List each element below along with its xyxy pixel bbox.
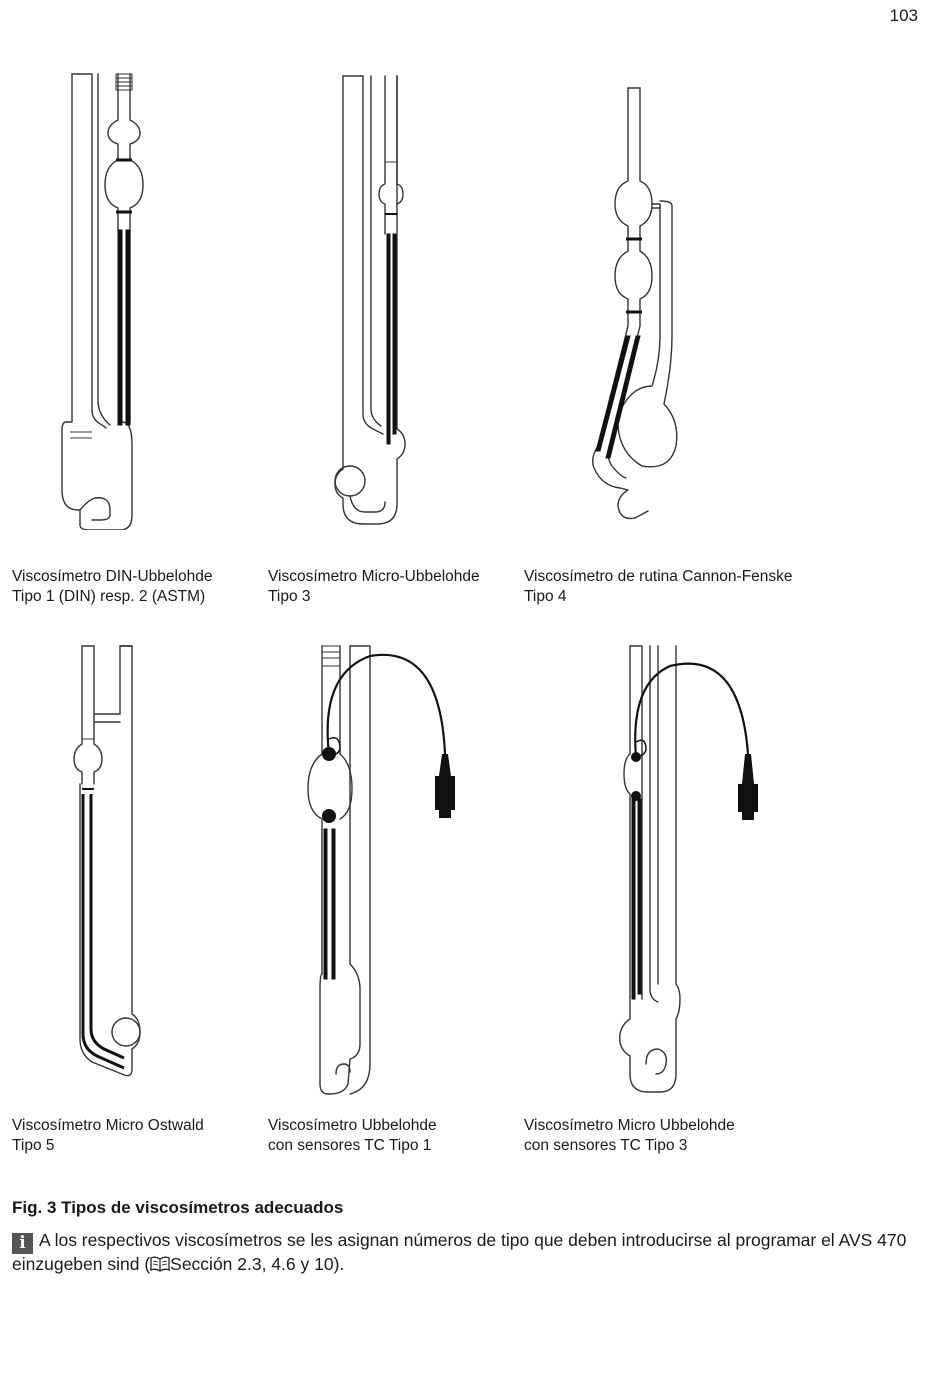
page-number: 103	[889, 6, 918, 25]
micro-ostwald-viscometer-drawing	[62, 644, 162, 1084]
din-ubbelohde-viscometer-drawing	[50, 70, 160, 530]
note-text-before: A los respectivos viscosímetros se les a…	[12, 1230, 907, 1274]
caption-line: Tipo 3	[268, 588, 311, 605]
caption-line: Tipo 1 (DIN) resp. 2 (ASTM)	[12, 588, 206, 605]
caption-cannon-fenske: Viscosímetro de rutina Cannon-Fenske Tip…	[524, 567, 793, 607]
caption-line: Viscosímetro Micro Ostwald	[12, 1117, 204, 1134]
figure-title: Fig. 3 Tipos de viscosímetros adecuados	[12, 1198, 344, 1217]
caption-line: con sensores TC Tipo 1	[268, 1137, 432, 1154]
caption-line: Viscosímetro de rutina Cannon-Fenske	[524, 568, 793, 585]
micro-ubbelohde-viscometer-drawing	[325, 74, 415, 534]
micro-ubbelohde-tc-sensor-viscometer-drawing	[610, 644, 770, 1104]
caption-line: Viscosímetro Micro-Ubbelohde	[268, 568, 480, 585]
book-icon	[150, 1256, 170, 1277]
caption-line: Tipo 5	[12, 1137, 55, 1154]
caption-ubbelohde-tc: Viscosímetro Ubbelohde con sensores TC T…	[268, 1116, 437, 1156]
caption-micro-ubbelohde-tc: Viscosímetro Micro Ubbelohde con sensore…	[524, 1116, 735, 1156]
caption-micro-ubbelohde: Viscosímetro Micro-Ubbelohde Tipo 3	[268, 567, 480, 607]
caption-line: Viscosímetro DIN-Ubbelohde	[12, 568, 213, 585]
caption-din-ubbelohde: Viscosímetro DIN-Ubbelohde Tipo 1 (DIN) …	[12, 567, 212, 607]
note-text-after: Sección 2.3, 4.6 y 10).	[170, 1254, 345, 1274]
cannon-fenske-viscometer-drawing	[580, 86, 690, 526]
caption-line: Viscosímetro Ubbelohde	[268, 1117, 437, 1134]
caption-line: con sensores TC Tipo 3	[524, 1137, 688, 1154]
caption-line: Viscosímetro Micro Ubbelohde	[524, 1117, 735, 1134]
info-icon: i	[12, 1233, 33, 1254]
caption-micro-ostwald: Viscosímetro Micro Ostwald Tipo 5	[12, 1116, 204, 1156]
caption-line: Tipo 4	[524, 588, 567, 605]
ubbelohde-tc-sensor-viscometer-drawing	[300, 644, 470, 1104]
